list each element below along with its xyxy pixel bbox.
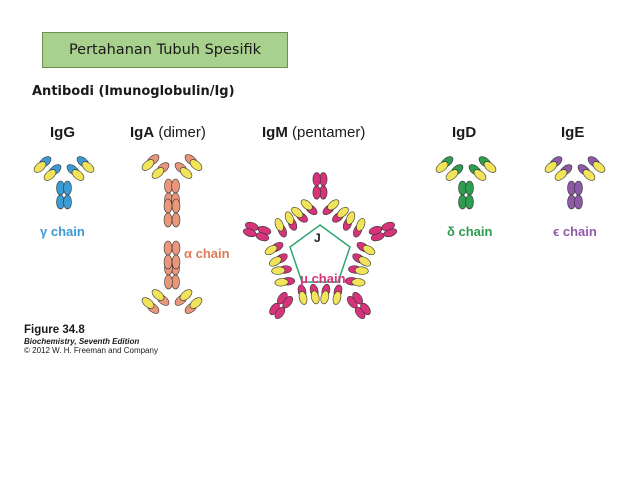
- igm-molecule-5-light-chain-domain: [264, 245, 278, 256]
- iga-linker-domain: [163, 212, 173, 228]
- iga-linker-domain: [171, 198, 181, 214]
- ige-molecule-fc-domain: [574, 194, 583, 210]
- igm-molecule-3-light-chain-domain: [320, 290, 330, 305]
- chain-label-igm: μ chain: [300, 271, 346, 286]
- slide-title-box: Pertahanan Tubuh Spesifik: [42, 32, 288, 68]
- slide-subtitle: Antibodi (Imunoglobulin/Ig): [32, 84, 235, 99]
- igm-molecule-2-light-chain-domain: [358, 256, 371, 267]
- caption-figure-number: Figure 34.8: [24, 324, 85, 336]
- heading-igd: IgD: [452, 124, 476, 141]
- ige-molecule-light-chain-domain: [582, 169, 596, 181]
- igg-molecule-fc-domain: [63, 194, 72, 210]
- caption-copyright: © 2012 W. H. Freeman and Company: [24, 346, 158, 355]
- igg-molecule-fc-domain: [63, 180, 72, 196]
- igm-molecule-5-light-chain-domain: [269, 256, 282, 267]
- igm-molecule-1-light-chain-domain: [300, 199, 313, 211]
- igd-molecule-fc-domain: [465, 194, 474, 210]
- heading-ige: IgE: [561, 124, 584, 141]
- igm-molecule-3-light-chain-domain: [354, 266, 369, 275]
- iga-molecule-top-light-chain-domain: [189, 159, 203, 171]
- igd-molecule-light-chain-domain: [483, 161, 497, 173]
- igm-molecule-5-light-chain-domain: [284, 211, 295, 225]
- igm-molecule-4-fc-domain: [274, 306, 286, 319]
- chain-label-iga: α chain: [184, 246, 230, 261]
- ige-molecule-fc-domain: [574, 180, 583, 196]
- chain-label-igd: δ chain: [447, 224, 493, 239]
- iga-linker-domain: [163, 198, 173, 214]
- iga-molecule-bottom-light-chain-domain: [179, 289, 193, 301]
- igm-molecule-5-light-chain-domain: [274, 218, 284, 232]
- igg-molecule-light-chain-domain: [43, 169, 57, 181]
- ige-molecule-light-chain-domain: [544, 161, 558, 173]
- chain-label-igg: γ chain: [40, 224, 85, 239]
- igm-center: J: [289, 224, 351, 283]
- igm-molecule-2-fc-domain: [381, 221, 395, 231]
- igm-molecule-1-light-chain-domain: [336, 206, 349, 218]
- igm-molecule-5-fc-domain: [243, 228, 257, 238]
- igd-molecule-light-chain-domain: [445, 169, 459, 181]
- antibody-figure: IgG IgA (dimer) IgM (pentamer) IgD IgE J…: [33, 124, 606, 319]
- igg-molecule-light-chain-domain: [81, 161, 95, 173]
- igm-molecule-4-light-chain-domain: [298, 291, 308, 305]
- j-chain-label: J: [314, 231, 321, 245]
- iga-linker-domain: [171, 212, 181, 228]
- caption-book: Biochemistry, Seventh Edition: [24, 337, 140, 346]
- igm-molecule-1-fc-domain: [312, 172, 321, 187]
- igm-molecule-2-light-chain-domain: [345, 211, 356, 225]
- chain-label-ige: ϵ chain: [553, 224, 597, 239]
- iga-molecule-bottom-light-chain-domain: [151, 289, 165, 301]
- igm-molecule-3-light-chain-domain: [351, 278, 366, 287]
- ige-molecule-light-chain-domain: [592, 161, 606, 173]
- iga-linker-domain: [171, 240, 181, 256]
- igm-molecule-2-light-chain-domain: [356, 218, 366, 232]
- iga-linker-domain: [163, 240, 173, 256]
- igm-molecule-4-light-chain-domain: [310, 290, 320, 305]
- igg-molecule-light-chain-domain: [33, 161, 47, 173]
- iga-molecule-top-light-chain-domain: [141, 159, 155, 171]
- igm-molecule-3-fc-domain: [360, 302, 371, 316]
- igm-molecule-1-light-chain-domain: [291, 206, 304, 218]
- igd-molecule-light-chain-domain: [435, 161, 449, 173]
- iga-linker-domain: [163, 254, 173, 270]
- igm-molecule-1-light-chain-domain: [327, 199, 340, 211]
- igm-molecule-2-light-chain-domain: [362, 245, 376, 256]
- iga-molecule-top-light-chain-domain: [179, 167, 193, 179]
- heading-igm: IgM (pentamer): [262, 124, 365, 141]
- slide-title: Pertahanan Tubuh Spesifik: [68, 42, 262, 58]
- iga-molecule-top-light-chain-domain: [151, 167, 165, 179]
- iga-linker-domain: [171, 254, 181, 270]
- iga-molecule-bottom-fc-domain: [164, 274, 173, 290]
- iga-molecule-bottom-light-chain-domain: [189, 297, 203, 309]
- igd-molecule-light-chain-domain: [473, 169, 487, 181]
- figure-caption: Figure 34.8 Biochemistry, Seventh Editio…: [24, 324, 158, 355]
- igm-molecule-4-light-chain-domain: [271, 266, 286, 275]
- iga-molecule-bottom-light-chain-domain: [141, 297, 155, 309]
- igg-molecule-light-chain-domain: [71, 169, 85, 181]
- igm-molecule-1-fc-domain: [312, 185, 321, 200]
- ige-molecule-light-chain-domain: [554, 169, 568, 181]
- heading-iga: IgA (dimer): [130, 124, 206, 141]
- iga-molecule-top-fc-domain: [171, 178, 180, 194]
- igd-molecule-fc-domain: [465, 180, 474, 196]
- heading-igg: IgG: [50, 124, 75, 141]
- igm-molecule-4-light-chain-domain: [274, 278, 289, 287]
- igm-molecule-3-light-chain-domain: [332, 291, 342, 305]
